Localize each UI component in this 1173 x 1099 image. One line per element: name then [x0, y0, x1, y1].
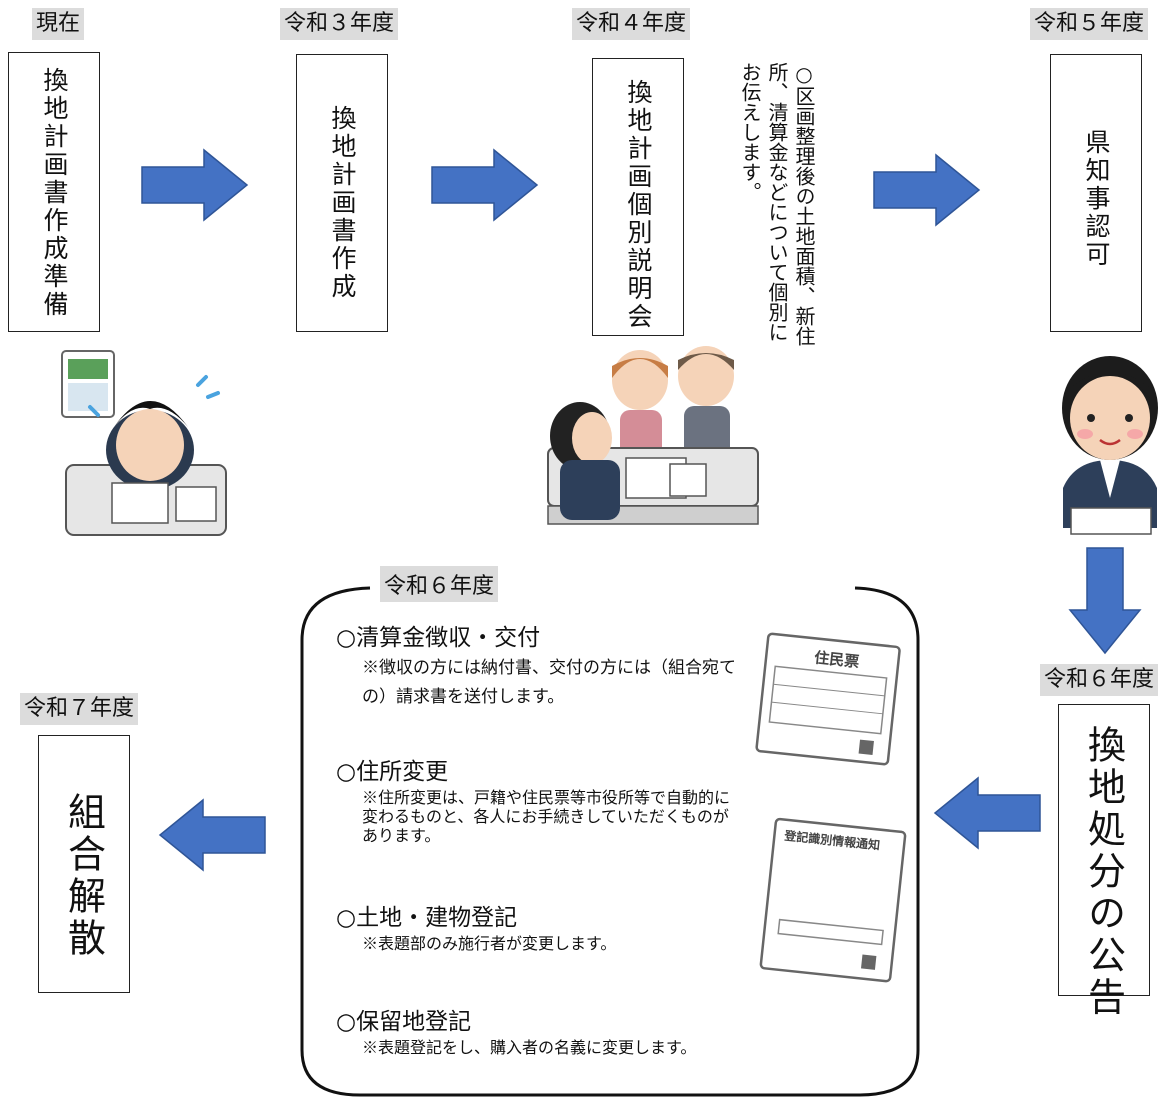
stage-box-r7-text: 組合解散	[61, 792, 106, 960]
stage-label-r3: 令和３年度	[280, 8, 399, 40]
stage-box-r4-text: 換地計画個別説明会	[624, 79, 653, 331]
stage-box-genzai: 換地計画書作成準備	[8, 52, 100, 332]
stage-box-r6-right: 換地処分の公告	[1058, 704, 1150, 1019]
arrow-right-3	[873, 153, 981, 227]
stage-label-r4: 令和４年度	[572, 8, 691, 40]
stage-box-r7: 組合解散	[38, 735, 130, 993]
stage-box-r3: 換地計画書作成	[296, 54, 388, 332]
stage-label-r5: 令和５年度	[1030, 8, 1149, 40]
stage-box-r6-right-text: 換地処分の公告	[1081, 725, 1126, 1019]
r6-item-3-heading: ○土地・建物登記	[336, 905, 518, 931]
stage-r4-note: ○区画整理後の土地面積、新住所、清算金などについて個別にお伝えします。	[738, 62, 816, 346]
r6-item-1-heading: ○清算金徴収・交付	[336, 625, 541, 651]
r6-item-2-text: ※住所変更は、戸籍や住民票等市役所等で自動的に変わるものと、各人にお手続きしてい…	[362, 788, 731, 845]
r6-item-4-heading: ○保留地登記	[336, 1009, 472, 1035]
r6-item-1-text: ※徴収の方には納付書、交付の方には（組合宛ての）請求書を送付します。	[362, 658, 736, 707]
stage-box-r3-text: 換地計画書作成	[328, 105, 357, 301]
stage-box-r5-text: 県知事認可	[1082, 129, 1111, 269]
juminhyo-title: 住民票	[813, 648, 860, 671]
worried-worker-illustration	[61, 350, 227, 536]
arrow-left-2	[158, 798, 266, 872]
arrow-left-1	[933, 776, 1041, 850]
official-stamp-illustration	[1062, 356, 1158, 535]
arrow-down	[1068, 547, 1142, 655]
juminhyo-document-illustration: 住民票	[755, 632, 901, 766]
stage-label-r7: 令和７年度	[20, 693, 139, 725]
stage-box-genzai-text: 換地計画書作成準備	[40, 67, 69, 319]
meeting-illustration	[547, 346, 759, 525]
r6-block-title: 令和６年度	[380, 566, 499, 602]
r6-item-3-text: ※表題部のみ施行者が変更します。	[362, 934, 617, 953]
arrow-right-1	[141, 148, 249, 222]
stage-box-r5: 県知事認可	[1050, 54, 1142, 332]
arrow-right-2	[431, 148, 539, 222]
stage-box-r4: 換地計画個別説明会	[592, 58, 684, 336]
r6-item-2-heading: ○住所変更	[336, 759, 449, 785]
stage-label-genzai: 現在	[32, 8, 85, 40]
r6-block-frame	[300, 586, 920, 1097]
registration-notice-illustration: 登記識別情報通知	[759, 817, 907, 983]
stage-label-r6-right: 令和６年度	[1040, 664, 1159, 696]
r6-item-4-text: ※表題登記をし、購入者の名義に変更します。	[362, 1038, 697, 1057]
